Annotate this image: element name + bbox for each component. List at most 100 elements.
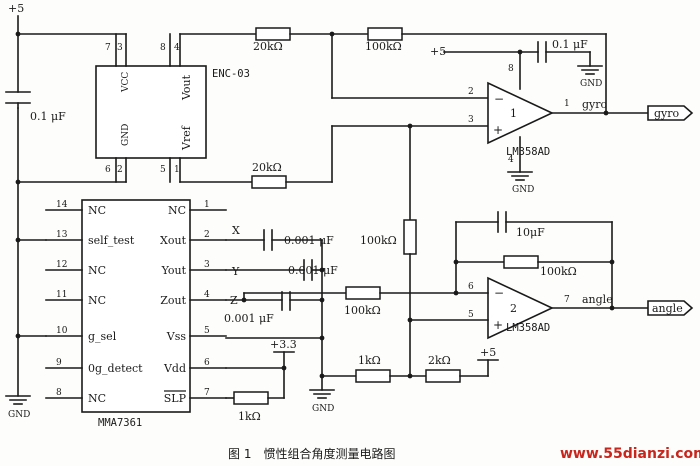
enc03-pin7: 7 bbox=[105, 43, 111, 53]
mma-right-pin-label: Xout bbox=[160, 234, 187, 247]
opamp1-plus: + bbox=[493, 123, 503, 137]
left-supply-rail: +5 0.1 μF GND bbox=[5, 2, 66, 420]
mma-left-pin-number: 14 bbox=[56, 200, 68, 210]
mma-right-pin-number: 4 bbox=[204, 290, 210, 300]
opamp1-output-label: gyro bbox=[582, 98, 608, 111]
mma-left-pin-label: NC bbox=[88, 264, 106, 277]
opamp1: − + 1 2 3 LM358AD 8 4 1 bbox=[468, 64, 570, 165]
mma-right-pin-label: NC bbox=[168, 204, 186, 217]
opamp1-vcc-label: +5 bbox=[430, 45, 446, 58]
opamp1-pin4: 4 bbox=[508, 155, 514, 165]
decouple-cap-label: 0.1 μF bbox=[30, 110, 66, 123]
resistor-20k-vout-label: 20kΩ bbox=[253, 40, 283, 53]
angle-port-label: angle bbox=[652, 302, 683, 315]
watermark: www.55dianzi.com bbox=[560, 446, 700, 462]
mma-left-pin-number: 9 bbox=[56, 358, 62, 368]
enc03-vout-label: Vout bbox=[180, 74, 193, 101]
mma-right-pin-number: 6 bbox=[204, 358, 210, 368]
resistor-100k-bias bbox=[403, 219, 417, 255]
resistor-1k-slp-label: 1kΩ bbox=[238, 410, 261, 423]
opamp2-pin6: 6 bbox=[468, 282, 474, 292]
gyro-port bbox=[647, 105, 694, 121]
cap-yout-label: 0.001 μF bbox=[288, 264, 338, 277]
enc03-name: ENC-03 bbox=[212, 68, 250, 80]
mma-right-pin-number: 2 bbox=[204, 230, 210, 240]
cap-10uf-label: 10μF bbox=[516, 226, 545, 239]
opamp1-minus: − bbox=[494, 92, 504, 106]
resistor-100k-zout-label: 100kΩ bbox=[344, 304, 381, 317]
mma-right-pin-number: 1 bbox=[204, 200, 210, 210]
ground-label: GND bbox=[8, 410, 30, 420]
mma-right-pin-label: SLP bbox=[164, 392, 187, 405]
opamp1-number: 1 bbox=[510, 107, 517, 120]
opamp2-pin5: 5 bbox=[468, 310, 474, 320]
resistor-20k-vout bbox=[255, 27, 291, 41]
opamp2-number: 2 bbox=[510, 302, 517, 315]
enc03-body bbox=[95, 65, 207, 159]
opamp2-plus: + bbox=[493, 318, 503, 332]
mma-right-pin-number: 3 bbox=[204, 260, 210, 270]
opamp2-model: LM358AD bbox=[506, 322, 550, 334]
mma-right-pin-label: Vdd bbox=[163, 362, 186, 375]
enc03-pin6: 6 bbox=[105, 165, 111, 175]
mma-left-pin-label: 0g_detect bbox=[88, 362, 143, 375]
vdd-33-label: +3.3 bbox=[270, 338, 297, 351]
cap-zout-label: 0.001 μF bbox=[224, 312, 274, 325]
opamp1-cap-label: 0.1 μF bbox=[552, 38, 588, 51]
mma-right-pin-number: 5 bbox=[204, 326, 210, 336]
mma-left-pin-label: NC bbox=[88, 392, 106, 405]
mma-left-pin-label: NC bbox=[88, 204, 106, 217]
enc03-pin2: 2 bbox=[117, 165, 123, 175]
opamp2-output-label: angle bbox=[582, 293, 613, 306]
enc03-pin5: 5 bbox=[160, 165, 166, 175]
mma-left-pin-label: g_sel bbox=[88, 330, 117, 343]
opamp2: − + 2 6 5 LM358AD 7 bbox=[468, 276, 570, 340]
resistor-1k-slp bbox=[233, 391, 269, 405]
enc03-vref-label: Vref bbox=[180, 125, 193, 151]
cap-xout-label: 0.001 μF bbox=[284, 234, 334, 247]
resistor-100k-zout bbox=[345, 286, 381, 300]
gyro-port-label: gyro bbox=[654, 107, 680, 120]
opamp1-triangle bbox=[487, 81, 554, 145]
resistor-100k-gyro-fb-label: 100kΩ bbox=[365, 40, 402, 53]
mma7361-body bbox=[81, 199, 191, 413]
supply-top-label: +5 bbox=[8, 2, 24, 15]
opamp2-pin7: 7 bbox=[564, 295, 570, 305]
axis-x-label: X bbox=[232, 224, 240, 237]
resistor-100k-angle-fb-label: 100kΩ bbox=[540, 265, 577, 278]
axis-z-label: Z bbox=[230, 294, 238, 307]
mma7361-name: MMA7361 bbox=[98, 417, 142, 429]
divider-vcc-label: +5 bbox=[480, 346, 496, 359]
mma-left-pin-number: 10 bbox=[56, 326, 68, 336]
resistor-1k-divider-label: 1kΩ bbox=[358, 354, 381, 367]
resistor-2k-divider-label: 2kΩ bbox=[428, 354, 451, 367]
resistor-1k-divider bbox=[355, 369, 391, 383]
mma7361-chip: MMA7361 bbox=[81, 199, 191, 429]
resistor-20k-vref-label: 20kΩ bbox=[252, 161, 282, 174]
opamp1-pin8: 8 bbox=[508, 64, 514, 74]
mma-left-pin-label: NC bbox=[88, 294, 106, 307]
enc03-vcc-label: VCC bbox=[121, 72, 131, 93]
mma-right-pin-label: Vss bbox=[166, 330, 187, 343]
resistor-100k-bias-label: 100kΩ bbox=[360, 234, 397, 247]
resistor-100k-angle-fb bbox=[503, 255, 539, 269]
figure-caption: 图 1 惯性组合角度测量电路图 bbox=[228, 446, 395, 461]
mma-left-pin-number: 12 bbox=[56, 260, 67, 270]
resistor-2k-divider bbox=[425, 369, 461, 383]
enc03-gnd-label: GND bbox=[121, 124, 131, 146]
enc03-pin8: 8 bbox=[160, 43, 166, 53]
mma-left-pin-number: 11 bbox=[56, 290, 67, 300]
mma-right-pin-label: Yout bbox=[161, 264, 187, 277]
opamp1-pin1: 1 bbox=[564, 99, 570, 109]
angle-port bbox=[647, 300, 694, 316]
enc03-pin3: 3 bbox=[117, 43, 123, 53]
enc03-pin4: 4 bbox=[174, 43, 180, 53]
enc03-chip: 7 3 8 4 6 2 5 1 VCC GND Vout Vref ENC-03 bbox=[95, 33, 250, 183]
mma-left-pin-number: 13 bbox=[56, 230, 68, 240]
resistor-100k-gyro-fb bbox=[367, 27, 403, 41]
mma-right-pin-number: 7 bbox=[204, 388, 210, 398]
resistor-20k-vref bbox=[251, 175, 287, 189]
opamp1-cap-gnd-label: GND bbox=[580, 79, 602, 89]
